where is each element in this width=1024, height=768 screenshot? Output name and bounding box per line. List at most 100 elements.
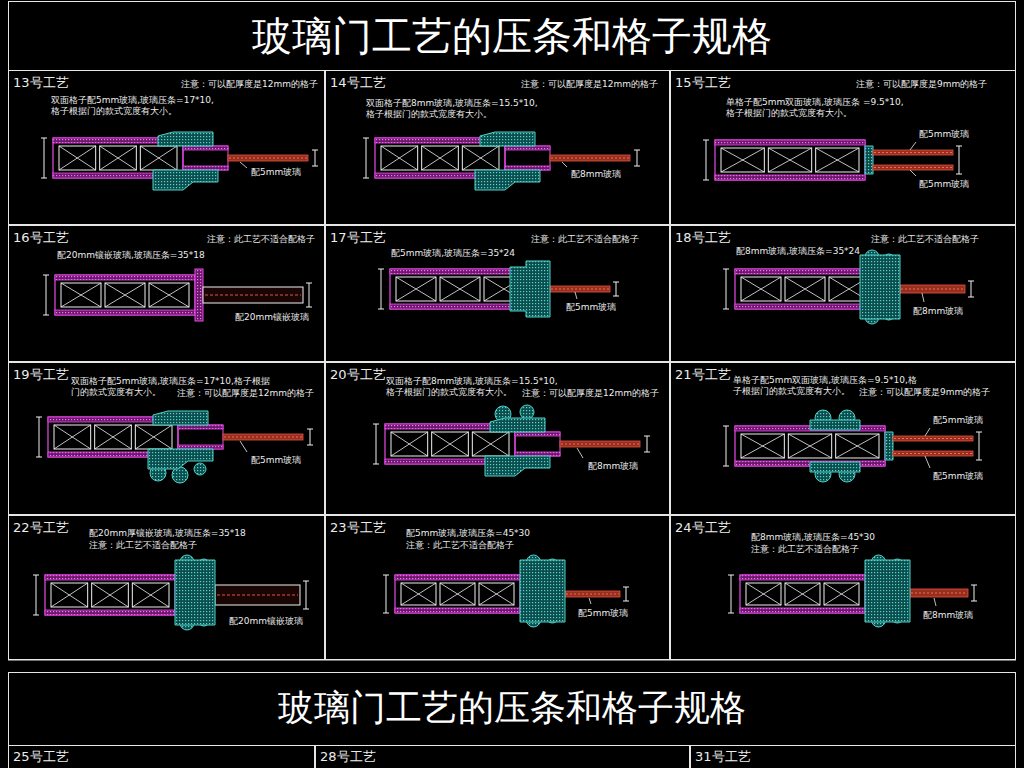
grid-cell [440, 583, 475, 605]
frame-lip [195, 269, 203, 321]
door-profile [723, 250, 974, 324]
panel-heading: 23号工艺 [330, 520, 386, 536]
frame-band [715, 140, 865, 145]
spec-text: 配20mm镶嵌玻璃,玻璃压条=35*18 [57, 250, 205, 261]
glass-bead [480, 132, 535, 146]
note-text: 注意：此工艺不适合配格子 [871, 234, 979, 245]
craft-panel: 15号工艺注意：可以配厚度是9mm的格子单格子配5mm双面玻璃,玻璃压条 =9.… [670, 70, 1016, 225]
leader-line [922, 293, 924, 302]
grid-cross [816, 148, 859, 172]
craft-panel: 23号工艺配5mm玻璃,玻璃压条=45*30注意：此工艺不适合配格子配5mm玻璃 [325, 515, 670, 660]
grid-cell [785, 277, 825, 301]
grid-cell [95, 425, 132, 449]
grid-cell [396, 277, 436, 301]
grid-cell [51, 583, 88, 607]
leader-line [577, 448, 583, 458]
dimension-mark [613, 282, 619, 296]
door-frame [735, 269, 875, 309]
grid-cell [462, 146, 499, 170]
glass-callout: 配8mm玻璃 [588, 461, 638, 472]
glass-bead [153, 411, 208, 425]
glass-pane [550, 286, 610, 292]
grid-cell [401, 583, 436, 605]
dimension-mark [723, 269, 729, 309]
frame-band [740, 608, 865, 613]
door-frame [715, 140, 865, 180]
frame-band [390, 304, 530, 309]
section-frame [9, 2, 1016, 661]
glass-pane [560, 441, 640, 447]
grid-cell [741, 434, 784, 458]
panel-heading: 13号工艺 [13, 75, 69, 91]
grid-cross [135, 425, 172, 449]
grid-cell [721, 148, 764, 172]
dimension-mark [306, 283, 312, 307]
grid-cross [422, 146, 459, 170]
glass-core [874, 152, 952, 153]
dimension-mark [312, 150, 318, 166]
glass-bead [810, 462, 860, 472]
grid-cross [440, 277, 480, 301]
frame-band [178, 425, 223, 429]
grid-cross [61, 283, 101, 307]
grid-cell [422, 146, 459, 170]
door-profile [383, 555, 629, 627]
glass-pane [873, 150, 953, 155]
bead-lobe [194, 463, 206, 475]
note-text: 注意：可以配厚度是12mm的格子 [181, 79, 318, 90]
dimension-mark [644, 436, 650, 452]
dimension-mark [36, 417, 42, 457]
grid-cell [132, 583, 169, 607]
grid-cell [768, 148, 811, 172]
grid-cell [440, 277, 480, 301]
section-title: 玻璃门工艺的压条和格子规格 [8, 686, 1016, 729]
door-frame [740, 575, 865, 613]
grid-cross [140, 146, 177, 170]
glass-bead [860, 255, 900, 319]
grid-cross [741, 434, 784, 458]
grid-cell [741, 277, 781, 301]
leader-line [925, 456, 930, 468]
frame-band [515, 432, 560, 436]
grid-cell [746, 583, 781, 605]
grid-cross [100, 146, 137, 170]
glass-pane [550, 155, 630, 161]
glass-pane [893, 436, 973, 441]
door-profile [378, 261, 619, 317]
frame-band [55, 310, 195, 315]
spec-text: 配5mm玻璃,玻璃压条=35*24 [391, 248, 515, 259]
craft-panel: 22号工艺配20mm厚镶嵌玻璃,玻璃压条=35*18注意：此工艺不适合配格子配2… [8, 515, 325, 660]
grid-cross [59, 146, 96, 170]
glass-callout: 配20mm镶嵌玻璃 [229, 616, 303, 627]
frame-band [515, 452, 560, 456]
glass-pane [223, 434, 303, 440]
craft-panel: 28号工艺 [315, 745, 690, 768]
frame-band [178, 445, 223, 449]
frame-band [715, 175, 865, 180]
leader-line [240, 441, 247, 452]
grid-cell [816, 148, 859, 172]
grid-cell [824, 583, 859, 605]
dimension-mark [373, 424, 379, 464]
frame-band [395, 608, 520, 613]
glass-core [911, 593, 967, 594]
door-profile [41, 132, 318, 190]
grid-cross [95, 425, 132, 449]
note-text: 注意：可以配厚度是12mm的格子 [521, 79, 658, 90]
dimension-mark [307, 429, 313, 445]
grid-cross [432, 432, 469, 456]
craft-panel: 19号工艺双面格子配5mm玻璃,玻璃压条=17*10,格子根据 门的款式宽度有大… [8, 362, 325, 515]
glass-callout: 配8mm玻璃 [913, 306, 963, 317]
leader-line [910, 142, 916, 150]
frame-band [183, 166, 228, 170]
panel-heading: 21号工艺 [675, 367, 731, 383]
glass-bead [885, 432, 893, 460]
door-profile [728, 555, 977, 627]
glass-pane [228, 155, 308, 161]
grid-cell [479, 583, 514, 605]
grid-cell [391, 432, 428, 456]
frame-band [183, 146, 228, 150]
craft-panel: 25号工艺 [8, 745, 315, 768]
glass-callout: 配20mm镶嵌玻璃 [235, 312, 309, 323]
